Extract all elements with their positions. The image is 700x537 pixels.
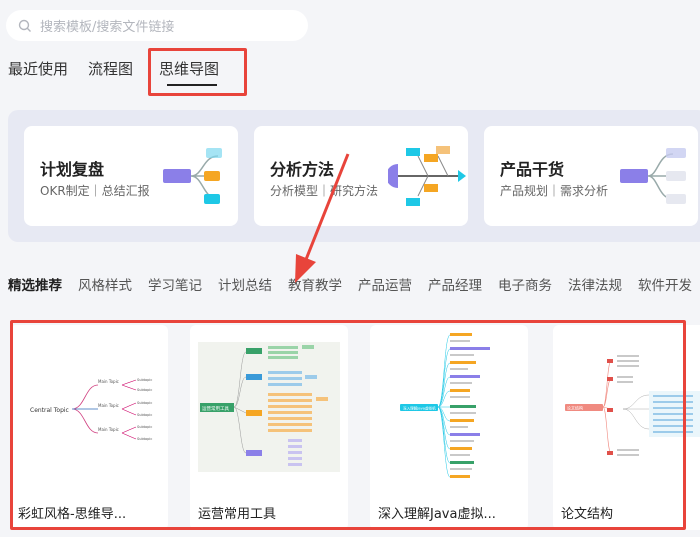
category-product-manager[interactable]: 产品经理 bbox=[428, 278, 482, 294]
tab-mindmap[interactable]: 思维导图 bbox=[159, 60, 220, 86]
category-notes[interactable]: 学习笔记 bbox=[148, 278, 202, 294]
template-thumbnail: 运营常用工具 bbox=[198, 342, 340, 472]
card-subtitle: OKR制定｜总结汇报 bbox=[40, 184, 150, 198]
template-name: 深入理解Java虚拟... bbox=[378, 507, 496, 522]
thumb-sub-4: Subtopic bbox=[137, 413, 152, 417]
thumb-main-1: Main Topic bbox=[98, 379, 119, 384]
template-thumbnail: 深入理解Java虚拟机 bbox=[400, 333, 490, 478]
category-style[interactable]: 风格样式 bbox=[78, 278, 132, 294]
search-icon bbox=[18, 19, 31, 32]
highlight-box-tab bbox=[148, 48, 247, 96]
card-subtitle: 分析模型｜研究方法 bbox=[270, 184, 379, 198]
template-card-java-vm[interactable]: 深入理解Java虚拟机 深入理解Java虚拟... bbox=[370, 325, 528, 530]
thumb-sub-5: Subtopic bbox=[137, 425, 152, 429]
featured-card-plan-review[interactable]: 计划复盘 OKR制定｜总结汇报 bbox=[24, 126, 238, 226]
thumb-central: 论文结构 bbox=[567, 405, 583, 411]
template-name: 彩虹风格-思维导... bbox=[18, 507, 127, 522]
category-ecommerce[interactable]: 电子商务 bbox=[498, 278, 552, 294]
card-subtitle: 产品规划｜需求分析 bbox=[500, 184, 609, 198]
fishbone-preview-icon bbox=[388, 146, 466, 206]
featured-card-analysis[interactable]: 分析方法 分析模型｜研究方法 bbox=[254, 126, 468, 226]
mindmap-preview-icon bbox=[163, 148, 222, 204]
tab-flowchart[interactable]: 流程图 bbox=[88, 60, 134, 78]
category-law[interactable]: 法律法规 bbox=[568, 278, 622, 294]
category-education[interactable]: 教育教学 bbox=[288, 278, 342, 294]
category-bar: 精选推荐 风格样式 学习笔记 计划总结 教育教学 产品运营 产品经理 电子商务 … bbox=[8, 274, 700, 294]
template-name: 论文结构 bbox=[561, 507, 614, 522]
mindmap-preview-icon bbox=[620, 148, 686, 204]
thumb-sub-1: Subtopic bbox=[137, 378, 152, 382]
search-placeholder: 搜索模板/搜索文件链接 bbox=[40, 20, 175, 35]
highlight-box-templates bbox=[10, 320, 686, 530]
category-featured[interactable]: 精选推荐 bbox=[8, 278, 62, 294]
template-card-rainbow[interactable]: Central Topic Main Topic Main Topic Main… bbox=[10, 325, 168, 530]
thumb-sub-6: Subtopic bbox=[137, 437, 152, 441]
tab-bar: 最近使用 流程图 思维导图 bbox=[8, 58, 239, 86]
card-title: 分析方法 bbox=[270, 160, 335, 179]
category-software[interactable]: 软件开发 bbox=[638, 278, 692, 294]
thumb-sub-3: Subtopic bbox=[137, 401, 152, 405]
template-thumbnail: 论文结构 bbox=[565, 355, 700, 456]
thumb-main-3: Main Topic bbox=[98, 427, 119, 432]
thumb-central: 深入理解Java虚拟机 bbox=[403, 406, 436, 411]
template-card-ops-tools[interactable]: 运营常用工具 运营常用工具 bbox=[190, 325, 348, 530]
thumb-central: 运营常用工具 bbox=[202, 405, 229, 412]
category-product-ops[interactable]: 产品运营 bbox=[358, 278, 412, 294]
thumb-central: Central Topic bbox=[30, 407, 69, 414]
card-title: 产品干货 bbox=[500, 160, 565, 179]
card-title: 计划复盘 bbox=[40, 160, 105, 179]
thumb-sub-2: Subtopic bbox=[137, 388, 152, 392]
template-card-thesis[interactable]: 论文结构 论文结构 bbox=[553, 325, 700, 530]
featured-card-product[interactable]: 产品干货 产品规划｜需求分析 bbox=[484, 126, 698, 226]
tab-recent[interactable]: 最近使用 bbox=[8, 60, 69, 78]
template-thumbnail: Central Topic Main Topic Main Topic Main… bbox=[30, 378, 152, 441]
category-plan-summary[interactable]: 计划总结 bbox=[218, 278, 272, 294]
template-name: 运营常用工具 bbox=[198, 507, 277, 522]
thumb-main-2: Main Topic bbox=[98, 403, 119, 408]
search-input[interactable]: 搜索模板/搜索文件链接 bbox=[6, 10, 308, 41]
